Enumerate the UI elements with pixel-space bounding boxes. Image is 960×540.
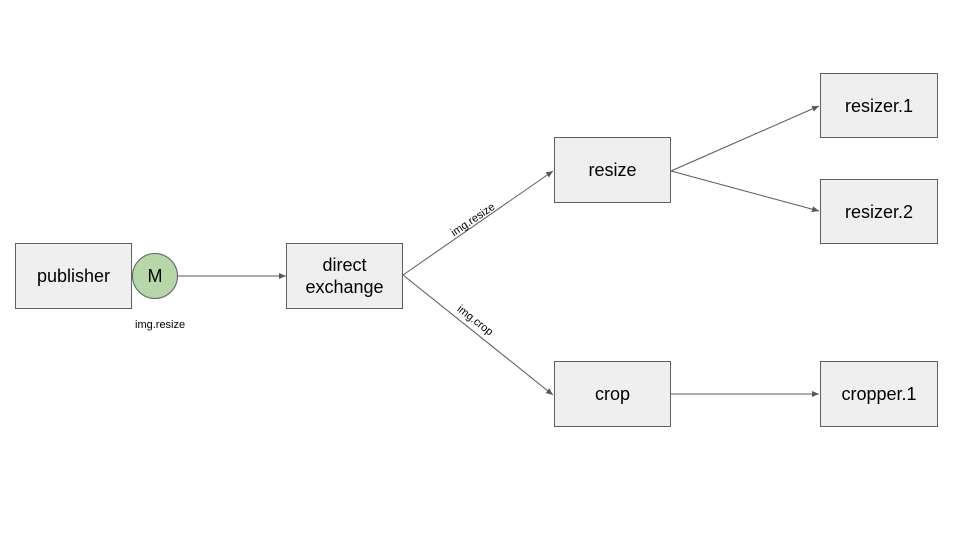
message-routing-key: img.resize xyxy=(135,319,186,331)
crop-queue-node: crop xyxy=(554,361,671,427)
arrow-resize-to-resizer1 xyxy=(670,105,820,172)
message-circle: M xyxy=(132,253,178,299)
resize-label: resize xyxy=(588,160,637,180)
resizer1-label: resizer.1 xyxy=(844,95,914,116)
cropper1-label: cropper.1 xyxy=(841,384,917,404)
arrow-exchange-to-resize xyxy=(402,170,554,276)
resizer2-node: resizer.2 xyxy=(820,179,938,244)
publisher-label: publisher xyxy=(36,266,111,286)
resizer2-label: resizer.2 xyxy=(844,201,914,222)
exchange-label-line2: exchange xyxy=(305,277,384,297)
publisher-node: publisher xyxy=(15,243,132,309)
exchange-node: direct exchange xyxy=(286,243,403,309)
cropper1-node: cropper.1 xyxy=(820,361,938,427)
arrow-resize-to-resizer2 xyxy=(670,170,820,213)
arrow-exchange-to-crop xyxy=(402,274,554,396)
message-letter: M xyxy=(147,265,163,286)
exchange-label-line1: direct xyxy=(322,255,367,275)
resize-queue-node: resize xyxy=(554,137,671,203)
crop-label: crop xyxy=(594,384,630,404)
resizer1-node: resizer.1 xyxy=(820,73,938,138)
